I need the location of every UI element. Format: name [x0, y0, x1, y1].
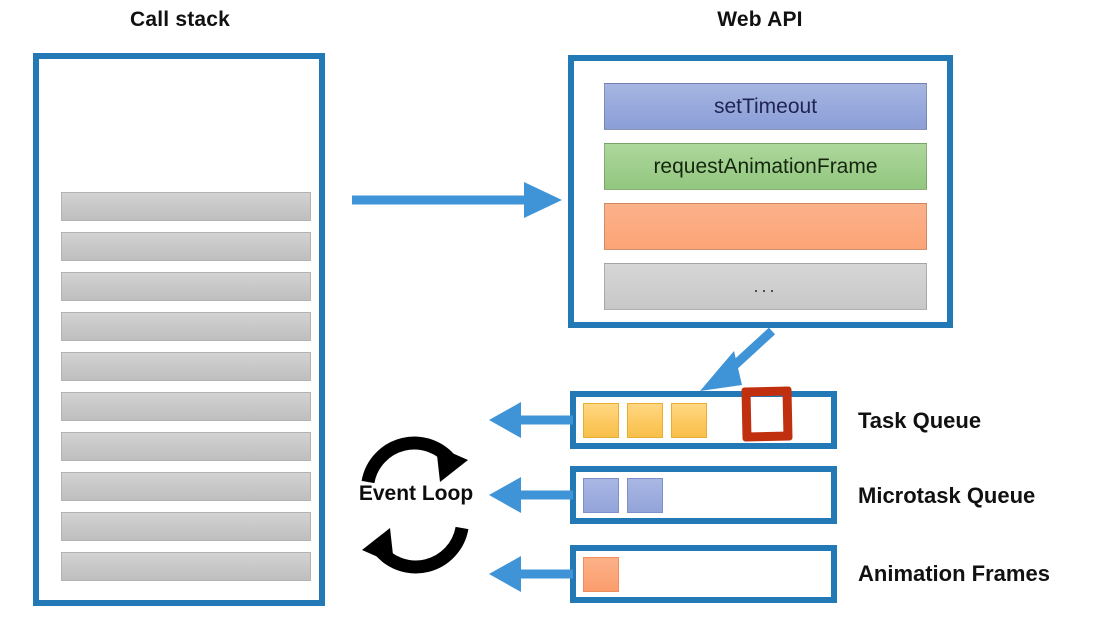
web-api-row--: ... [604, 263, 927, 310]
animation-frames-items [583, 551, 619, 597]
call-stack-frame [61, 232, 311, 261]
task-queue-highlight-annotation [741, 386, 793, 442]
task-queue-items [583, 397, 707, 443]
animation-frames-label: Animation Frames [858, 561, 1050, 586]
call-stack-frame [61, 432, 311, 461]
call-stack-container [33, 53, 325, 606]
arrow-call-stack-to-web-api [352, 182, 562, 218]
call-stack-frame [61, 392, 311, 421]
queue-item [627, 477, 663, 513]
call-stack-frame [61, 192, 311, 221]
queue-item [671, 402, 707, 438]
queue-item [583, 477, 619, 513]
queue-item [627, 402, 663, 438]
task-queue-container [570, 391, 837, 449]
animation-frames-container [570, 545, 837, 603]
microtask-queue-container [570, 466, 837, 524]
arrow-task-queue-to-event-loop [489, 402, 573, 438]
queue-item [583, 556, 619, 592]
call-stack-frame [61, 472, 311, 501]
call-stack-frame [61, 272, 311, 301]
queue-item [583, 402, 619, 438]
web-api-container: setTimeout requestAnimationFrame... [568, 55, 953, 328]
call-stack-title: Call stack [129, 8, 231, 31]
call-stack-frame [61, 512, 311, 541]
web-api-row-requestanimationframe: requestAnimationFrame [604, 143, 927, 190]
call-stack-frame [61, 352, 311, 381]
call-stack-frame [61, 312, 311, 341]
web-api-row-settimeout: setTimeout [604, 83, 927, 130]
microtask-queue-label: Microtask Queue [858, 483, 1036, 508]
microtask-queue-items [583, 472, 663, 518]
event-loop-label: Event Loop [358, 482, 474, 505]
web-api-title: Web API [717, 8, 803, 31]
call-stack-frame [61, 552, 311, 581]
event-loop-circular-arrows [361, 436, 469, 574]
arrow-web-api-to-task-queue [700, 327, 776, 391]
arrow-animation-frames-to-event-loop [489, 556, 573, 592]
arrow-microtask-queue-to-event-loop [489, 477, 573, 513]
web-api-row-empty [604, 203, 927, 250]
task-queue-label: Task Queue [858, 408, 982, 433]
